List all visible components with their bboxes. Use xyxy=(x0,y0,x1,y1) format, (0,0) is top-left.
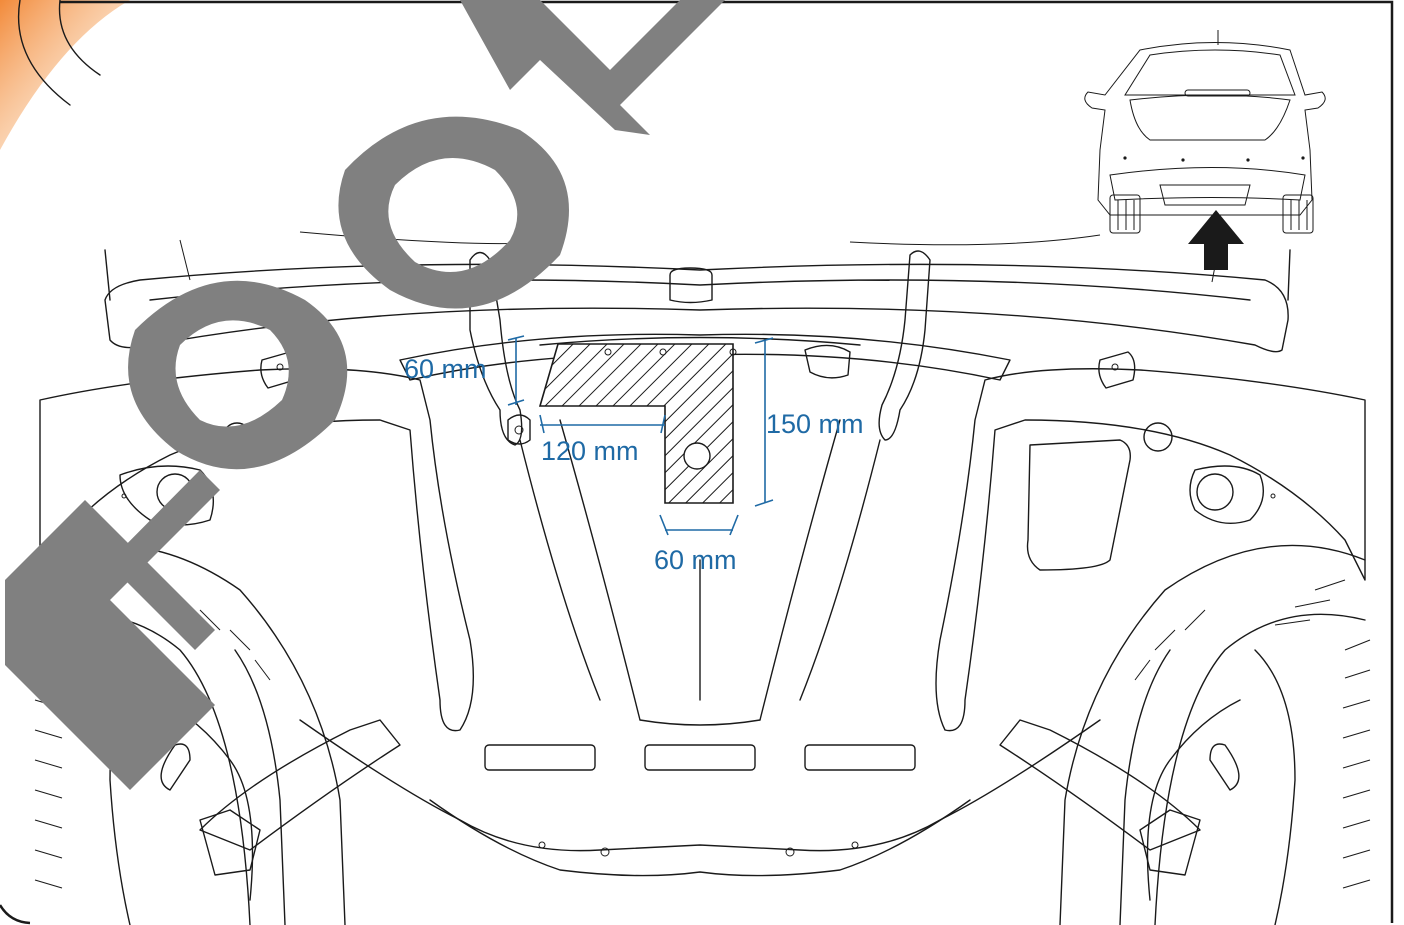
dim-label-left-height: 60 mm xyxy=(404,354,487,384)
dim-label-width: 120 mm xyxy=(541,436,639,466)
dim-label-bottom-width: 60 mm xyxy=(654,545,737,575)
underbody-outline xyxy=(34,231,1371,925)
dimension-total-height: 150 mm xyxy=(754,337,864,507)
corner-accent xyxy=(0,0,130,150)
watermark xyxy=(5,0,725,790)
dim-label-total-height: 150 mm xyxy=(766,409,864,439)
car-rear-view-icon xyxy=(1084,30,1326,234)
dimension-bottom-width: 60 mm xyxy=(654,514,739,575)
dimension-width: 120 mm xyxy=(539,414,666,466)
frame-corner xyxy=(0,904,31,925)
hatched-zone-hole xyxy=(683,442,711,470)
arrow-up-icon xyxy=(1188,210,1244,270)
hatched-zone xyxy=(538,343,734,504)
dimension-left-height: 60 mm xyxy=(404,335,525,406)
